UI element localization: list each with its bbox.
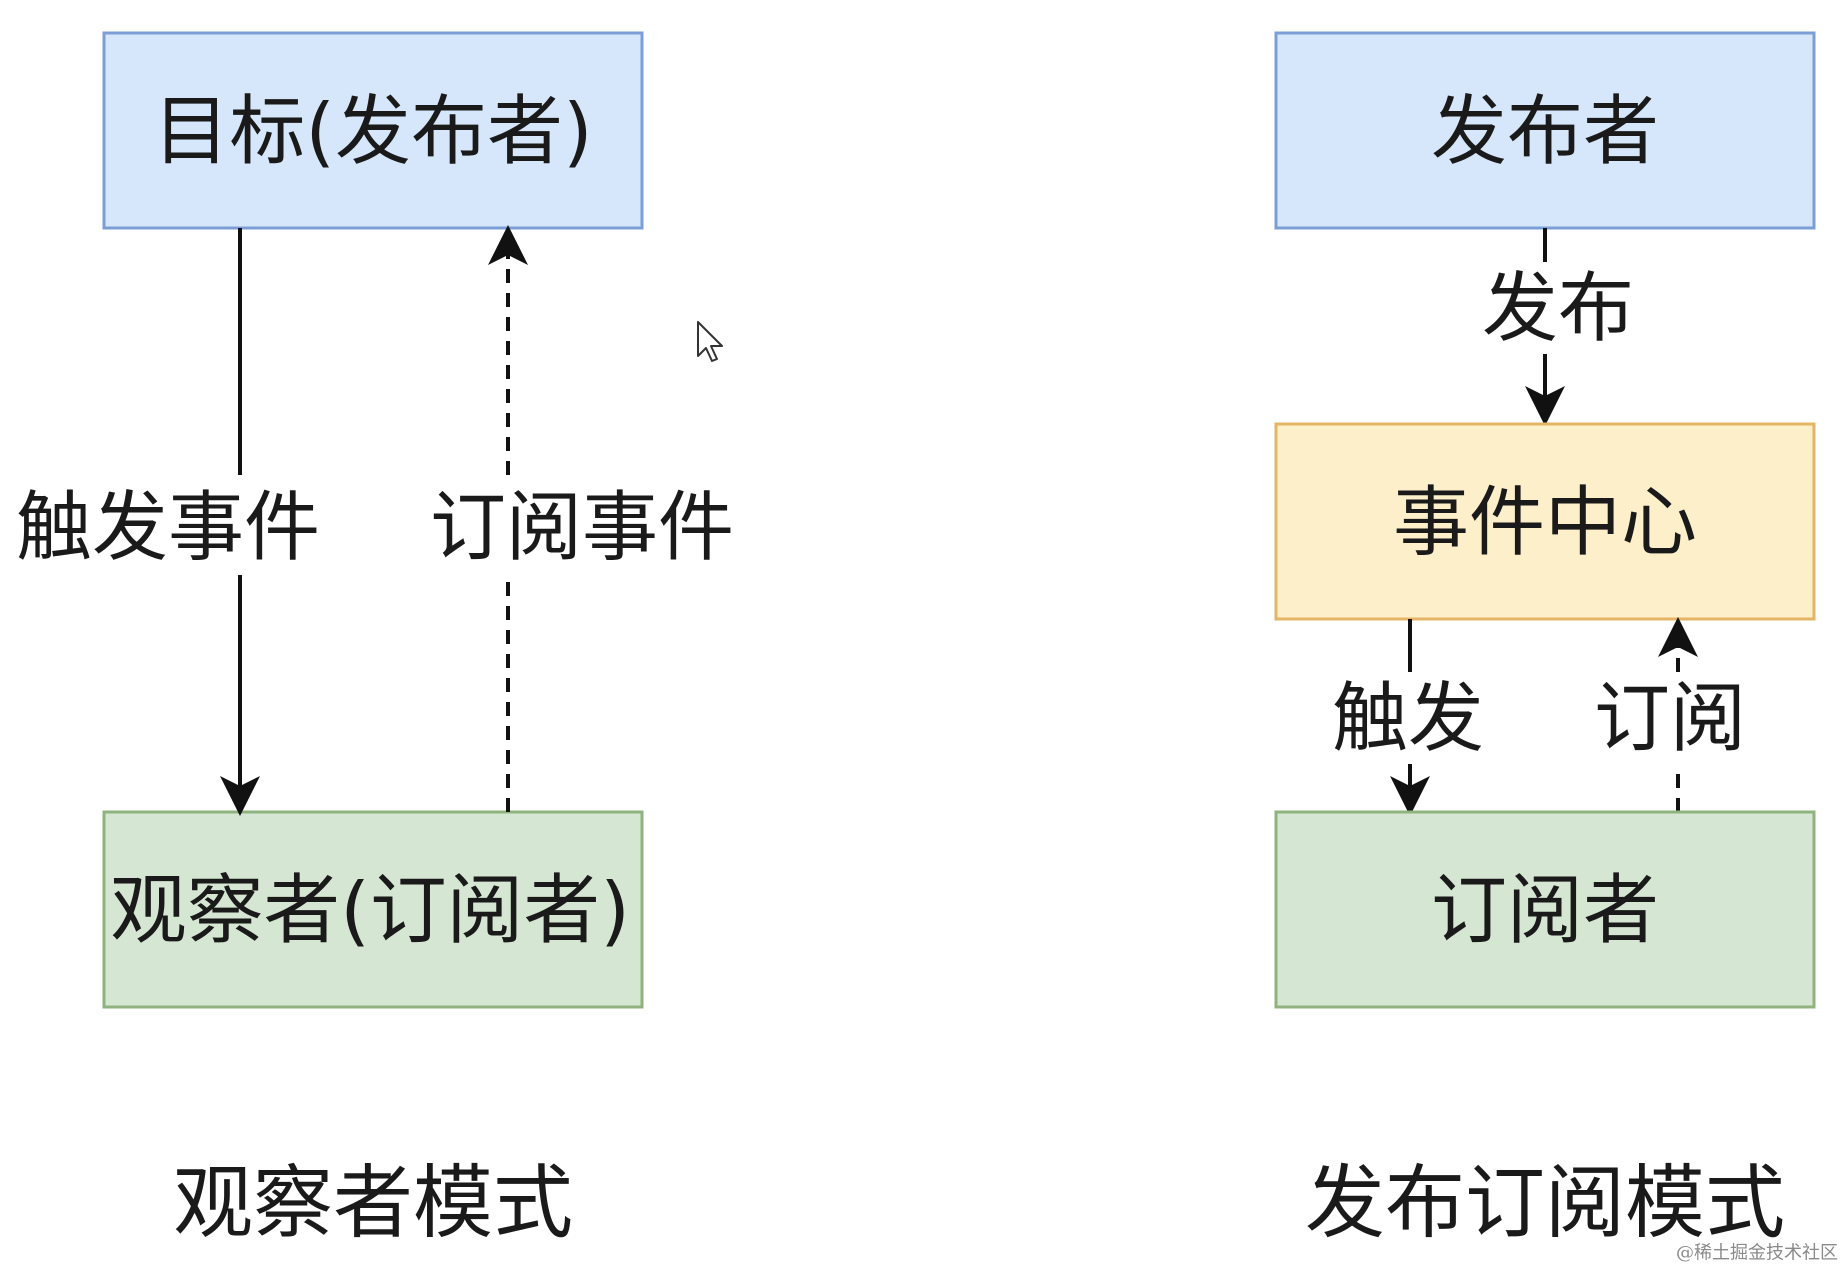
mouse-cursor-icon — [697, 321, 723, 362]
subject-label: 目标(发布者) — [153, 87, 592, 176]
subscriber-box — [1274, 810, 1816, 1009]
trigger-edge-label: 触发事件 — [16, 483, 320, 572]
subject-box — [102, 31, 644, 230]
observer-box — [102, 810, 644, 1009]
publisher-label: 发布者 — [1431, 87, 1659, 176]
publish-edge-label: 发布 — [1482, 264, 1634, 353]
publisher-box — [1274, 31, 1816, 230]
pubsub-pattern: 发布者 发布 事件中心 触发 订阅 订阅者 发布订阅模式 — [1274, 31, 1816, 1250]
subscribe-edge-label: 订阅事件 — [430, 483, 734, 572]
event-center-box — [1274, 422, 1816, 621]
watermark: @稀土掘金技术社区 — [1676, 1243, 1838, 1264]
pubsub-caption: 发布订阅模式 — [1305, 1157, 1785, 1250]
pubsub-subscribe-edge-label: 订阅 — [1594, 674, 1746, 763]
observer-caption: 观察者模式 — [173, 1157, 573, 1250]
observer-pattern: 目标(发布者) 观察者(订阅者) 触发事件 订阅事件 观察者模式 — [16, 31, 734, 1250]
observer-label: 观察者(订阅者) — [110, 866, 630, 955]
pubsub-trigger-edge-label: 触发 — [1332, 674, 1484, 763]
subscriber-label: 订阅者 — [1431, 866, 1659, 955]
event-center-label: 事件中心 — [1393, 478, 1697, 567]
